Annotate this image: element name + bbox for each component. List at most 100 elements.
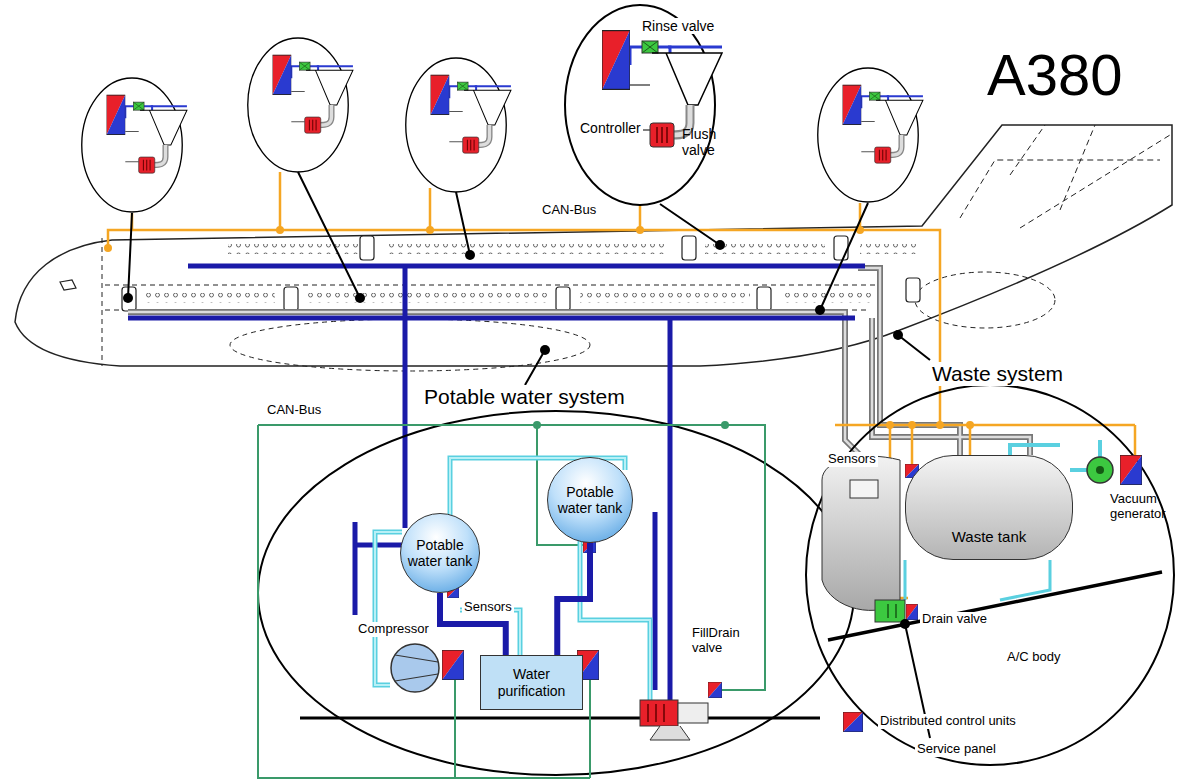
waste-inset	[1096, 466, 1104, 474]
leader-lines	[815, 305, 825, 315]
node-text: Potable water tank	[554, 484, 626, 516]
doors	[906, 278, 920, 302]
doors	[122, 236, 920, 311]
toilet-insets	[248, 38, 353, 172]
window-rows	[388, 244, 668, 254]
potable-water-pipes	[128, 266, 865, 700]
aircraft-outline	[230, 319, 590, 371]
title-mark: A380	[985, 42, 1124, 109]
waste-pipes	[128, 268, 1030, 455]
waste-inset	[828, 572, 1162, 640]
waste-inset	[1120, 455, 1142, 485]
water-tank: Potable water tank	[547, 457, 633, 543]
bus-name: CAN-Bus	[540, 203, 598, 218]
potable-inset	[391, 644, 439, 692]
waste-inset	[875, 600, 905, 622]
toilet-insets	[82, 78, 187, 212]
waste-inset	[822, 456, 900, 610]
waste-tank: Waste tank	[905, 455, 1073, 560]
orange-can-bus	[886, 421, 894, 429]
aircraft-outline	[915, 272, 1055, 328]
system-name: Waste system	[930, 362, 1065, 386]
doors	[556, 287, 570, 311]
leader-lines	[123, 240, 903, 355]
potable-inset	[258, 425, 765, 778]
waste-pipes	[128, 268, 1030, 455]
orange-can-bus	[276, 226, 284, 234]
potable-inset	[640, 700, 678, 726]
part-name: Drain valve	[920, 612, 989, 627]
part-name: Controller	[578, 120, 643, 136]
leader-lines	[355, 293, 365, 303]
potable-inset	[395, 655, 438, 681]
window-rows	[145, 293, 275, 303]
system-name: Potable water system	[422, 385, 627, 409]
doors	[284, 287, 298, 311]
node-text: Water purification	[481, 666, 582, 698]
orange-can-bus	[104, 244, 112, 252]
window-rows	[860, 244, 920, 254]
leader-lines	[465, 250, 475, 260]
toilet-insets	[406, 58, 511, 192]
orange-can-bus	[426, 226, 434, 234]
window-rows	[305, 293, 550, 303]
waste-inset	[888, 604, 896, 618]
waste-inset	[906, 604, 918, 620]
part-name: A/C body	[1005, 650, 1062, 665]
window-rows	[580, 293, 750, 303]
aircraft-outline	[60, 280, 76, 290]
orange-can-bus	[966, 421, 974, 429]
waste-pipes	[128, 268, 1030, 455]
window-rows	[145, 244, 920, 303]
water-pipe	[557, 543, 590, 655]
potable-water-pipes	[128, 266, 865, 700]
pipe-line	[557, 543, 590, 655]
leader-lines	[128, 172, 930, 385]
orange-can-bus	[108, 172, 1135, 598]
legend-swatch	[843, 712, 863, 732]
window-rows	[785, 293, 875, 303]
potable-inset	[721, 421, 729, 429]
purification-box: Water purification	[480, 655, 583, 710]
potable-inset	[442, 650, 464, 680]
part-name: Rinse valve	[640, 18, 716, 34]
leader-lines	[893, 330, 903, 340]
toilet-insets	[818, 68, 923, 202]
potable-inset	[300, 717, 820, 720]
doors	[757, 287, 771, 311]
potable-inset	[533, 421, 541, 429]
doors	[682, 236, 696, 260]
doors	[834, 236, 848, 260]
node-text: Waste tank	[952, 528, 1026, 545]
part-name: FillDrain valve	[690, 626, 756, 656]
aircraft-outline	[960, 125, 1170, 228]
leader-lines	[123, 293, 133, 303]
legend-swatch	[843, 712, 863, 732]
waste-inset	[806, 385, 1174, 765]
legend-text: Distributed control units	[878, 714, 1018, 729]
aircraft-outline	[102, 238, 880, 366]
orange-can-bus	[908, 421, 916, 429]
water-tank: Potable water tank	[400, 513, 480, 593]
leader-lines	[123, 172, 930, 385]
leader-lines	[715, 240, 725, 250]
potable-inset	[678, 703, 708, 723]
waste-inset	[806, 385, 1174, 765]
toilet-insets	[82, 5, 923, 212]
toilet-insets	[565, 5, 722, 205]
orange-can-bus	[636, 226, 644, 234]
potable-inset	[650, 726, 690, 740]
leader-lines	[540, 345, 550, 355]
waste-inset	[905, 560, 1050, 600]
potable-inset	[258, 411, 854, 778]
part-name: Sensors	[826, 452, 878, 467]
potable-inset	[533, 421, 729, 429]
part-name: Vacuum generator	[1108, 492, 1178, 522]
potable-inset	[648, 704, 664, 722]
bus-name: CAN-Bus	[265, 403, 323, 418]
part-name: Compressor	[356, 622, 431, 637]
part-name: Sensors	[462, 600, 514, 615]
waste-inset	[850, 480, 878, 498]
part-name: Flush valve	[680, 126, 734, 158]
orange-can-bus	[936, 421, 944, 429]
